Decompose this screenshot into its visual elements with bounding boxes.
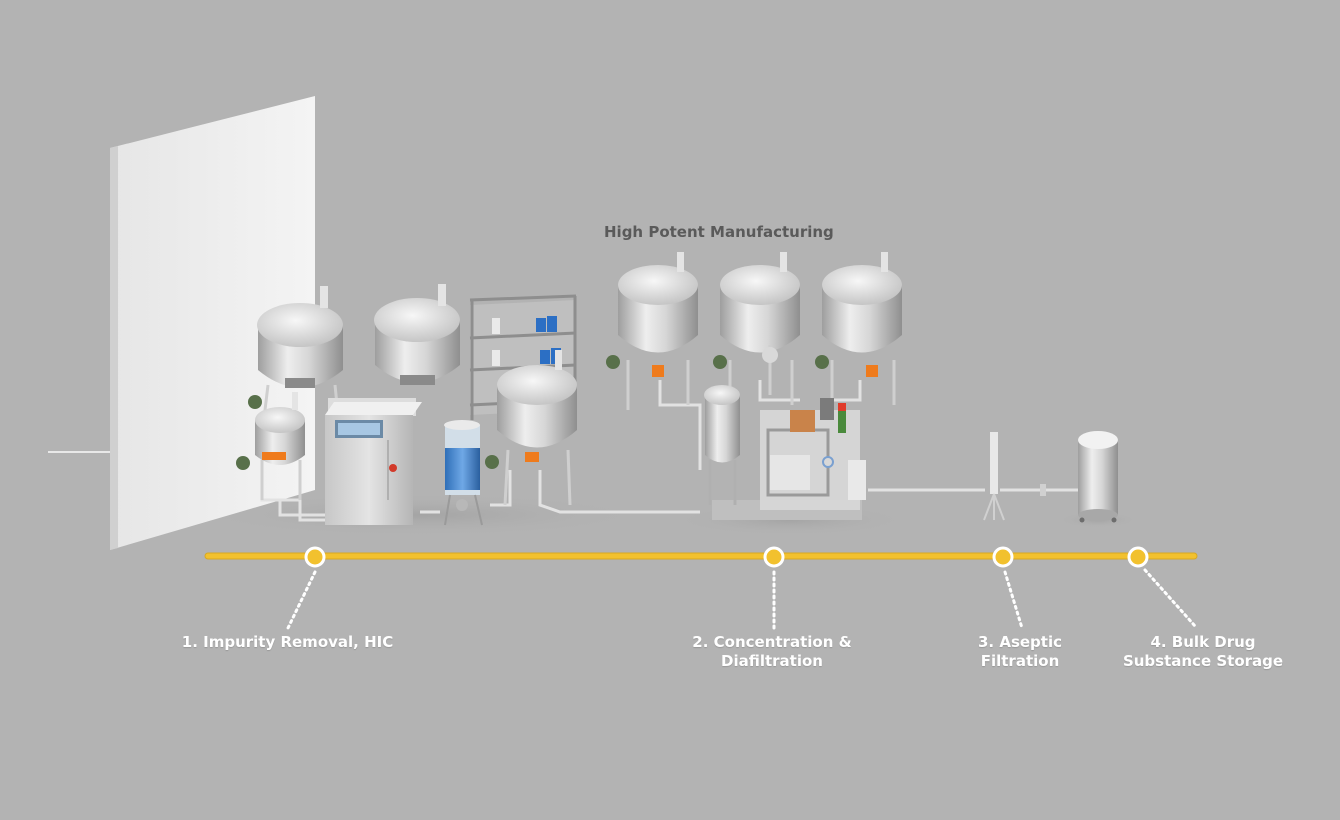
high-potent-tank-1: [618, 252, 698, 410]
process-timeline: [204, 552, 1198, 560]
high-potent-tank-2: [720, 252, 800, 410]
step-label-4-line2: Substance Storage: [1122, 652, 1284, 670]
step-label-3-line2: Filtration: [980, 652, 1060, 670]
step-label-2-line1: 2. Concentration &: [692, 633, 852, 651]
step-label-1: 1. Impurity Removal, HIC: [170, 633, 405, 652]
storage-tank-1: [257, 286, 343, 436]
control-cabinet: [325, 398, 422, 525]
bulk-storage-container: [1078, 431, 1118, 523]
step-label-1-line1: 1. Impurity Removal, HIC: [181, 633, 394, 651]
valve-icons: [236, 355, 829, 470]
step-marker-3: [992, 546, 1024, 630]
high-potent-tank-3: [822, 252, 902, 410]
step-label-4: 4. Bulk Drug Substance Storage: [1112, 633, 1294, 671]
diafiltration-skid: [704, 345, 866, 520]
storage-tank-2: [374, 284, 460, 385]
step-label-2-line2: Diafiltration: [721, 652, 823, 670]
step-marker-4: [1127, 546, 1197, 628]
step-label-3-line1: 3. Aseptic: [977, 633, 1062, 651]
step-label-4-line1: 4. Bulk Drug: [1150, 633, 1256, 651]
step-marker-2: [763, 546, 785, 630]
step-label-3: 3. Aseptic Filtration: [955, 633, 1085, 671]
sterile-filter: [983, 432, 1046, 521]
step-label-2: 2. Concentration & Diafiltration: [672, 633, 872, 671]
step-marker-1: [286, 546, 326, 630]
area-title: High Potent Manufacturing: [604, 223, 834, 241]
chromatography-column: [444, 420, 483, 526]
storage-tank-3: [497, 350, 577, 506]
small-tank: [255, 392, 305, 500]
